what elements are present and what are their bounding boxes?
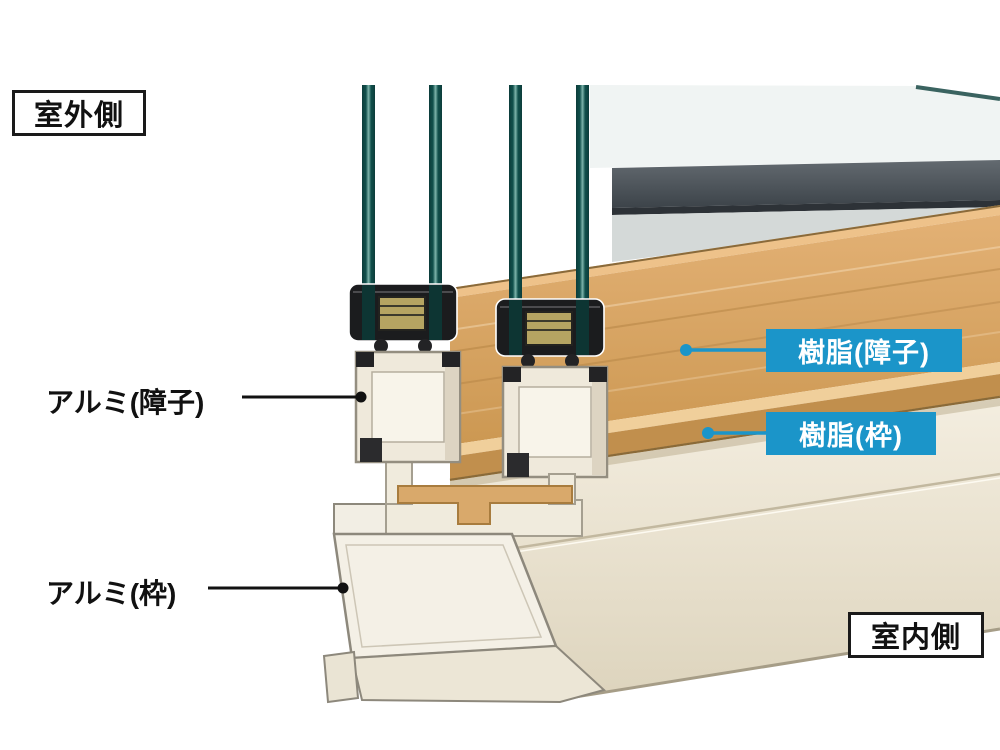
resin-section-cut xyxy=(397,485,573,525)
aluminum-sash-label: アルミ(障子) xyxy=(46,387,205,418)
annotations xyxy=(208,344,766,594)
leader-dot-resin-frame xyxy=(702,427,714,439)
glazing-spacer xyxy=(378,296,426,331)
leader-dot-aluminum-sash xyxy=(355,391,367,403)
glass-pane xyxy=(576,85,589,355)
resin-sash-label: 樹脂(障子) xyxy=(766,329,962,372)
aluminum-frame-label: アルミ(枠) xyxy=(46,578,177,609)
outer-sash xyxy=(348,85,462,464)
glazing-spacer xyxy=(525,311,573,346)
indoor-side-label: 室内側 xyxy=(848,612,984,658)
glass-pane xyxy=(429,85,442,340)
leader-dot-resin-sash xyxy=(680,344,692,356)
glass-pane xyxy=(509,85,522,355)
leader-dot-aluminum-frame xyxy=(337,582,349,594)
resin-frame-label: 樹脂(枠) xyxy=(766,412,936,455)
aluminum-frame-section xyxy=(322,457,607,704)
glass-pane xyxy=(362,85,375,340)
inner-sash xyxy=(495,85,609,479)
outdoor-side-label: 室外側 xyxy=(12,90,146,136)
